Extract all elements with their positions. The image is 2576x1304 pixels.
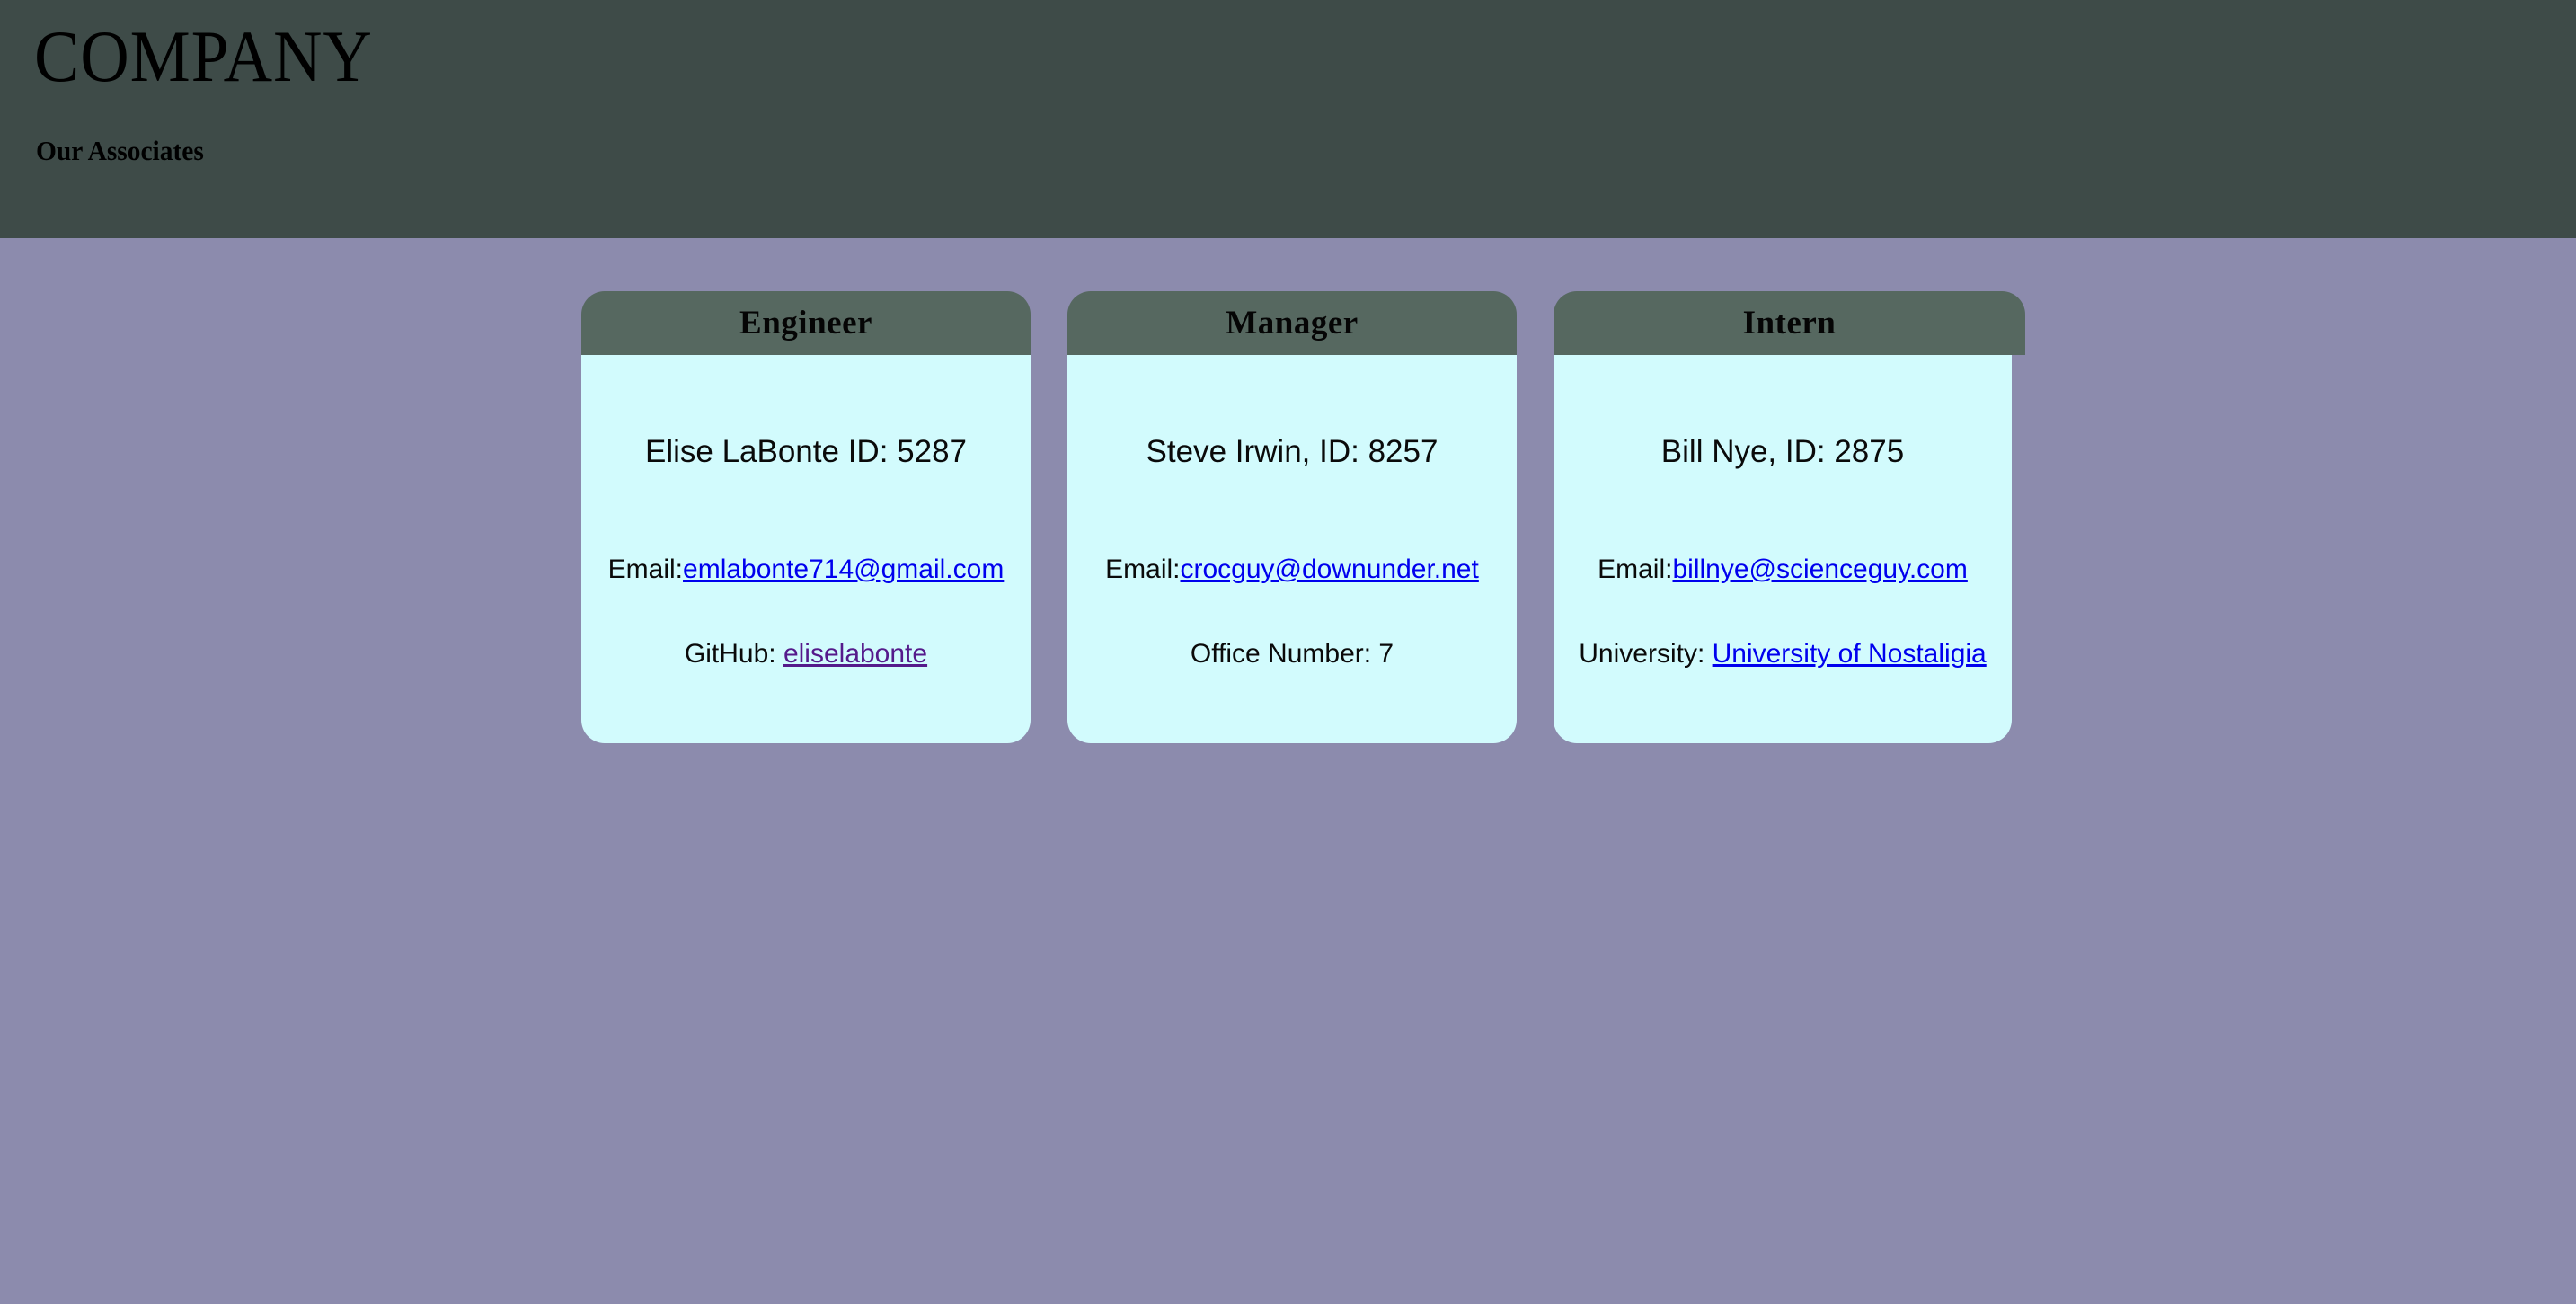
github-link[interactable]: eliselabonte bbox=[783, 639, 928, 669]
associate-email-row: Email:emlabonte714@gmail.com bbox=[581, 554, 1031, 585]
associate-email-row: Email:billnye@scienceguy.com bbox=[1554, 554, 2012, 585]
associate-extra-row: University: University of Nostaligia bbox=[1554, 639, 2012, 670]
card-header: Intern bbox=[1554, 291, 2025, 355]
email-link[interactable]: crocguy@downunder.net bbox=[1180, 554, 1479, 584]
university-link[interactable]: University of Nostaligia bbox=[1712, 639, 1987, 669]
email-label: Email: bbox=[607, 554, 684, 584]
card-body: Elise LaBonte ID: 5287 Email:emlabonte71… bbox=[581, 355, 1031, 743]
card-header: Engineer bbox=[581, 291, 1031, 355]
associate-card: Engineer Elise LaBonte ID: 5287 Email:em… bbox=[581, 291, 1031, 743]
associate-email-row: Email:crocguy@downunder.net bbox=[1067, 554, 1517, 585]
card-body: Bill Nye, ID: 2875 Email:billnye@science… bbox=[1554, 355, 2012, 743]
associate-card: Manager Steve Irwin, ID: 8257 Email:croc… bbox=[1067, 291, 1517, 743]
email-link[interactable]: emlabonte714@gmail.com bbox=[683, 554, 1005, 584]
email-label: Email: bbox=[1105, 554, 1181, 584]
associate-name-and-id: Steve Irwin, ID: 8257 bbox=[1146, 434, 1438, 469]
associate-name-and-id: Elise LaBonte ID: 5287 bbox=[644, 434, 967, 469]
extra-label: Office Number: bbox=[1190, 639, 1379, 669]
email-label: Email: bbox=[1598, 554, 1673, 584]
card-role-title: Engineer bbox=[739, 305, 872, 342]
page-header: COMPANY Our Associates bbox=[0, 0, 2576, 238]
extra-label: GitHub: bbox=[684, 639, 783, 669]
page-title: COMPANY bbox=[34, 15, 373, 97]
card-role-title: Intern bbox=[1742, 305, 1837, 342]
associate-name-and-id: Bill Nye, ID: 2875 bbox=[1660, 434, 1905, 469]
associate-cards-container: Engineer Elise LaBonte ID: 5287 Email:em… bbox=[0, 238, 2576, 743]
email-link[interactable]: billnye@scienceguy.com bbox=[1672, 554, 1968, 584]
extra-label: University: bbox=[1579, 639, 1713, 669]
associate-extra-row: Office Number: 7 bbox=[1067, 639, 1517, 670]
page-subtitle: Our Associates bbox=[36, 135, 204, 166]
associate-card: Intern Bill Nye, ID: 2875 Email:billnye@… bbox=[1554, 291, 2025, 743]
office-number-value: 7 bbox=[1378, 639, 1394, 669]
card-body: Steve Irwin, ID: 8257 Email:crocguy@down… bbox=[1067, 355, 1517, 743]
card-role-title: Manager bbox=[1226, 305, 1359, 342]
card-header: Manager bbox=[1067, 291, 1517, 355]
associate-extra-row: GitHub: eliselabonte bbox=[581, 639, 1031, 670]
